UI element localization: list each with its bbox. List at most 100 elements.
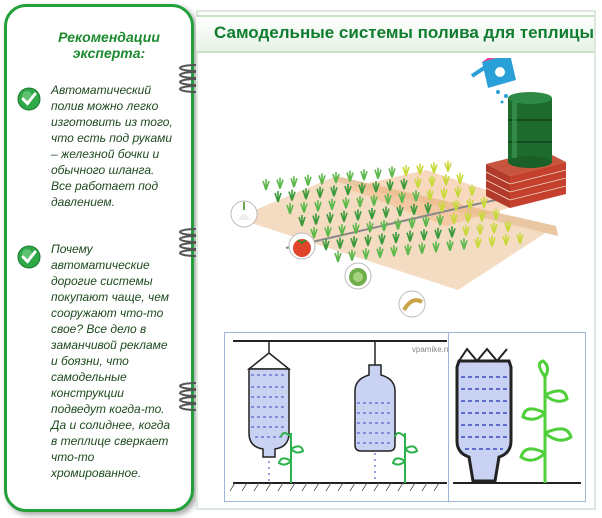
plant-sprout [324, 225, 332, 237]
plant-sprout [452, 199, 460, 211]
tip-line: Да и солиднее, когда [51, 418, 170, 432]
plant-sprout [456, 172, 464, 185]
tip-line: подведут когда-то. [51, 402, 165, 416]
plant-sprout [304, 174, 312, 187]
plant-sprout [364, 234, 372, 247]
plant-sprout [350, 236, 358, 248]
plant-sprout [476, 223, 484, 235]
plant-sprout [490, 222, 498, 234]
irrigation-scene [196, 48, 596, 325]
check-icon [17, 87, 41, 111]
tip-line: дорогие системы [51, 274, 153, 288]
bottle-icon [354, 341, 396, 481]
plant-sprout [274, 191, 282, 203]
plant-sprout [338, 224, 346, 236]
plant-sprout [358, 182, 366, 194]
plant-sprout [314, 200, 322, 212]
tip-line: самодельные [51, 370, 127, 384]
plant-sprout [348, 249, 356, 261]
tip-line: Автоматический [51, 83, 152, 97]
plant-sprout [360, 169, 368, 181]
plant-sprout [418, 242, 426, 254]
tip-line: изготовить из того, [51, 115, 173, 129]
plant-sprout [394, 218, 402, 230]
plant-sprout [434, 227, 442, 240]
plant-sprout [448, 226, 456, 238]
plant-sprout [288, 189, 296, 201]
plant-sprout [380, 220, 388, 232]
tip-line: полив можно легко [51, 99, 159, 113]
seedling-icon [398, 290, 426, 318]
tip-line: автоматические [51, 258, 150, 272]
plant-sprout [474, 237, 482, 249]
plant-sprout [318, 173, 326, 185]
tip-line: свое? Все дело в [51, 322, 147, 336]
plant-sprout [414, 177, 422, 189]
plant-sprout [422, 215, 430, 228]
plant-sprout [390, 245, 398, 257]
plant-sprout [328, 198, 336, 211]
tip-line: обычного шланга. [51, 163, 155, 177]
plant-sprout [336, 237, 344, 249]
header-bar: Самодельные системы полива для теплицы [196, 15, 594, 53]
plant-sprout [488, 235, 496, 247]
plant-sprout [402, 165, 410, 177]
tip-1: Автоматический полив можно легко изготовит… [51, 82, 195, 210]
plant-sprout [420, 229, 428, 241]
barrel-icon [508, 92, 552, 168]
hanging-bottles-illustration [229, 340, 447, 492]
plant-sprout [436, 214, 444, 226]
cabbage-icon [344, 262, 372, 290]
tip-line: что-то [51, 450, 95, 464]
plant-sprout [332, 172, 340, 184]
tip-line: что есть под руками [51, 131, 173, 145]
plant-sprout [466, 198, 474, 210]
plant-rows [262, 160, 524, 263]
plant-sprout [322, 239, 330, 251]
plant-sprout [404, 244, 412, 256]
buried-bottle-illustration [453, 347, 581, 484]
plant-sprout [290, 176, 298, 188]
plant-sprout [354, 209, 362, 221]
plant-sprout [502, 234, 510, 246]
plant-sprout [384, 193, 392, 205]
plant-sprout [504, 220, 512, 233]
plant-sprout [416, 163, 424, 175]
plant-icon [277, 432, 305, 483]
plant-sprout [450, 213, 458, 225]
plant-sprout [426, 189, 434, 201]
plant-sprout [478, 210, 486, 222]
plant-sprout [334, 251, 342, 263]
plant-sprout [412, 190, 420, 202]
plant-sprout [492, 208, 500, 221]
tip-line: давлением. [51, 195, 115, 209]
plant-icon [391, 432, 419, 483]
plant-sprout [330, 185, 338, 197]
plant-sprout [378, 233, 386, 245]
tip-line: в теплице сверкает [51, 434, 169, 448]
plant-sprout [388, 166, 396, 178]
tip-line: Все работает под [51, 179, 159, 193]
garlic-icon [230, 200, 258, 228]
plant-sprout [342, 197, 350, 209]
plant-sprout [286, 203, 294, 215]
plant-sprout [480, 196, 488, 209]
plant-sprout [346, 170, 354, 182]
plant-sprout [356, 196, 364, 208]
plant-sprout [310, 227, 318, 239]
check-icon [17, 245, 41, 269]
tip-line: конструкции [51, 386, 124, 400]
plant-sprout [432, 241, 440, 253]
watermark: vpamike.ru [411, 345, 451, 354]
bottle-icon [246, 341, 292, 481]
plant-sprout [370, 194, 378, 206]
plant-sprout [460, 238, 468, 250]
plant-sprout [446, 239, 454, 252]
plant-sprout [454, 186, 462, 198]
plant-sprout [386, 179, 394, 192]
page-title: Самодельные системы полива для теплицы [214, 23, 595, 42]
plant-sprout [516, 232, 524, 245]
plant-sprout [442, 174, 450, 186]
